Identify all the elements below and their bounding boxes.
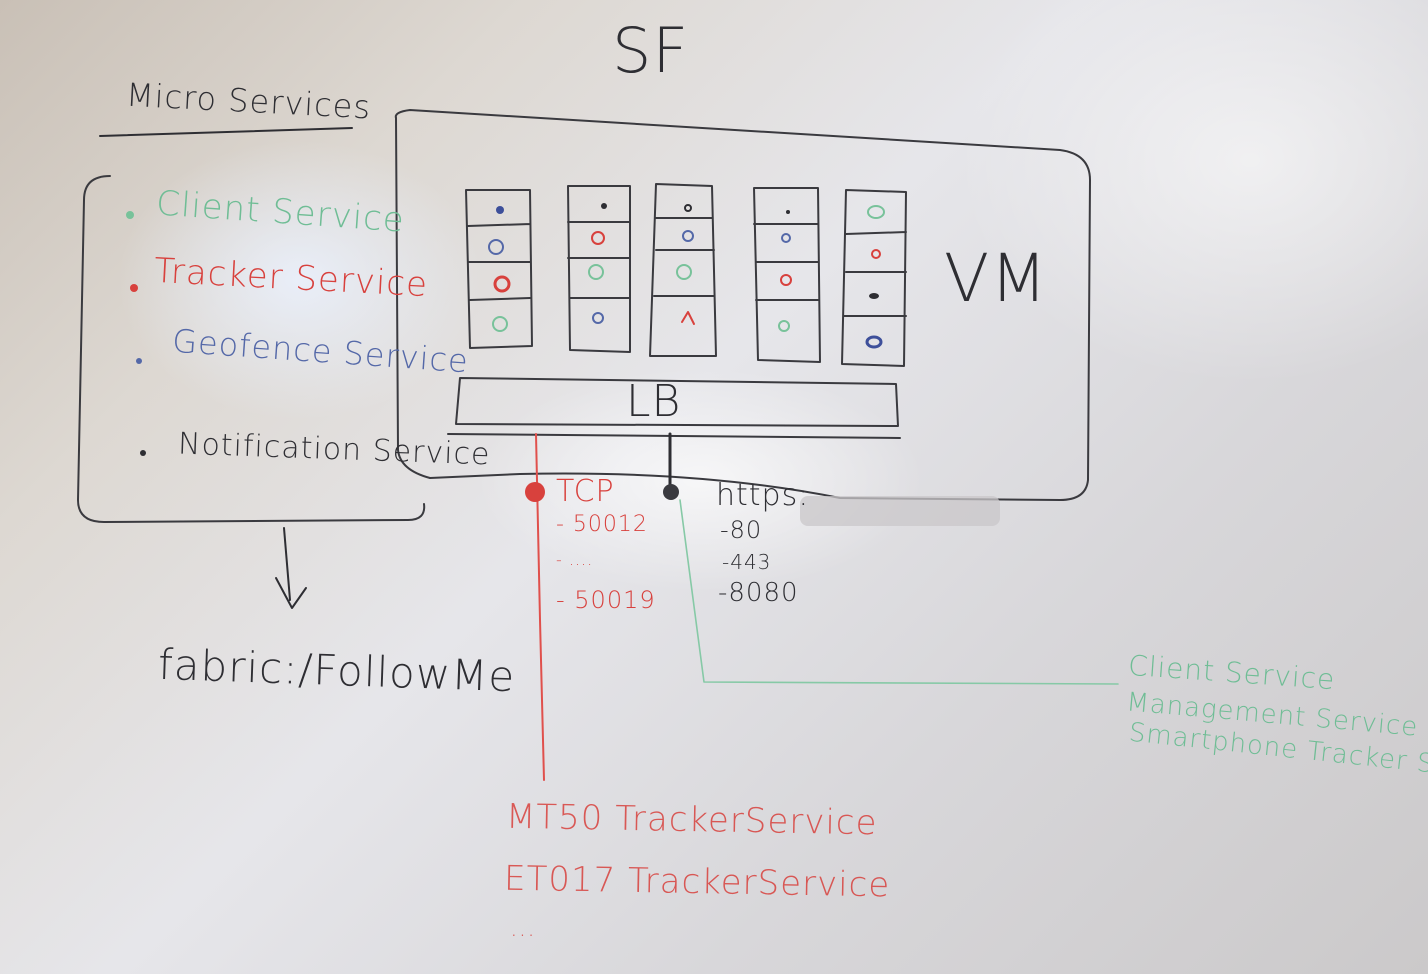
page-title: SF — [612, 14, 690, 87]
instance-dot — [588, 264, 604, 280]
instance-dot — [781, 233, 791, 243]
load-balancer-box — [447, 377, 901, 439]
instance-dot — [601, 203, 607, 209]
instance-dot — [496, 206, 504, 214]
instance-dot — [684, 204, 692, 212]
vm-cluster-box — [394, 109, 1091, 501]
https-port-8080: -8080 — [718, 578, 799, 608]
tcp-endpoint-dot — [525, 482, 545, 502]
service-instances — [488, 203, 885, 349]
tcp-port-last: - 50019 — [556, 586, 656, 614]
instance-dot — [778, 320, 790, 332]
legend-dot-tracker — [130, 284, 138, 292]
vm-label: VM — [944, 240, 1049, 317]
instance-dot — [871, 249, 881, 259]
instance-dot — [592, 312, 604, 324]
https-endpoint-dot — [663, 484, 679, 500]
https-port-443: -443 — [722, 550, 772, 574]
legend-dot-notification — [140, 450, 146, 456]
instance-dot — [676, 264, 692, 280]
instance-dot — [780, 274, 792, 286]
instance-dot — [869, 293, 879, 299]
instance-dot — [682, 230, 694, 242]
blurred-url — [800, 496, 1000, 526]
instance-dot — [591, 231, 605, 245]
legend-box — [77, 175, 426, 523]
instance-dot — [786, 210, 790, 214]
legend-dot-client — [126, 211, 134, 219]
legend-dot-geofence — [136, 358, 142, 364]
tcp-port-ellipsis: - .... — [556, 550, 594, 569]
instance-dot — [488, 239, 504, 255]
instance-dot — [867, 205, 885, 219]
heading-underline — [99, 127, 353, 137]
tcp-label: TCP — [556, 474, 615, 509]
down-arrow — [275, 527, 307, 609]
instance-dot — [492, 316, 508, 332]
node-1 — [465, 189, 533, 349]
red-service-ellipsis: ... — [510, 914, 536, 942]
https-label: https: — [716, 478, 810, 513]
node-2 — [567, 185, 631, 353]
instance-dot — [865, 335, 883, 349]
instance-dot — [493, 275, 511, 293]
red-service-mt50: MT50 TrackerService — [505, 796, 878, 844]
node-columns — [465, 183, 907, 367]
vm-cluster-left-edge — [395, 117, 431, 479]
lb-label: LB — [626, 376, 682, 427]
node-4 — [753, 187, 821, 363]
tcp-port-first: - 50012 — [556, 512, 648, 537]
https-port-80: -80 — [720, 516, 763, 544]
node-5 — [841, 189, 907, 367]
node-3 — [649, 183, 717, 357]
red-service-et017: ET017 TrackerService — [503, 858, 891, 906]
instance-dot — [681, 311, 695, 325]
green-service-line — [679, 499, 1119, 685]
